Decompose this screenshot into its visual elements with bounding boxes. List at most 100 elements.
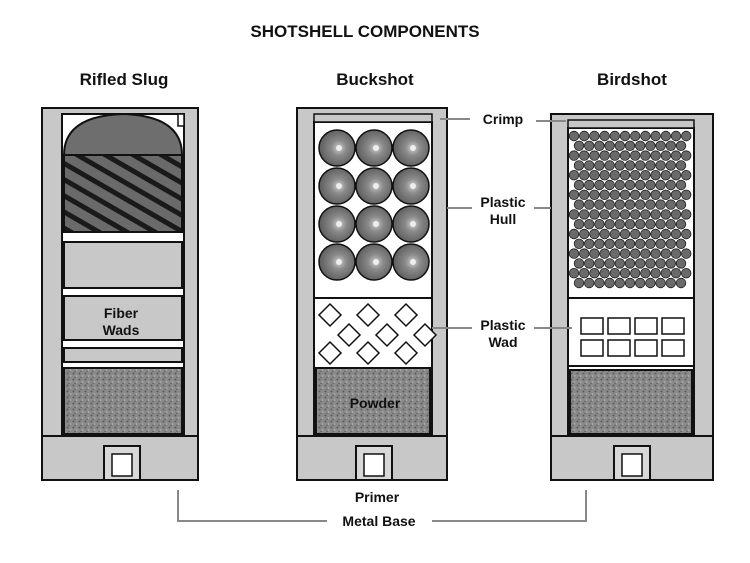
page-title: SHOTSHELL COMPONENTS bbox=[250, 22, 479, 41]
metal-base-leader-right bbox=[432, 490, 587, 522]
birdshot-pellet bbox=[594, 199, 605, 210]
wad-petal bbox=[393, 340, 419, 366]
birdshot-pellet bbox=[594, 218, 605, 230]
birdshot-pellet bbox=[589, 130, 600, 142]
birdshot-pellet bbox=[599, 130, 610, 142]
birdshot-pellet bbox=[604, 238, 615, 250]
birdshot-pellet bbox=[573, 238, 585, 250]
birdshot-pellet bbox=[670, 130, 682, 142]
birdshot-pellet bbox=[573, 179, 585, 191]
wad-cell bbox=[607, 339, 631, 357]
buckshot-pellet bbox=[392, 243, 430, 281]
slug-powder bbox=[63, 367, 183, 435]
birdshot-pellet bbox=[635, 160, 646, 171]
birdshot-pellet bbox=[640, 228, 651, 240]
buckshot-pellet bbox=[392, 205, 430, 243]
birdshot-pellet bbox=[665, 277, 677, 289]
buckshot-label: Buckshot bbox=[336, 70, 414, 89]
birdshot-pellet bbox=[568, 189, 580, 201]
birdshot-pellet bbox=[573, 258, 585, 269]
buckshot-pellet bbox=[355, 205, 393, 243]
birdshot-pellet bbox=[614, 277, 626, 289]
birdshot-pellet bbox=[614, 238, 626, 250]
birdshot-pellet bbox=[579, 169, 590, 181]
birdshot-crimp bbox=[567, 119, 695, 129]
birdshot-pellet bbox=[573, 199, 585, 210]
birdshot-pellet bbox=[645, 258, 656, 269]
birdshot-pellet bbox=[655, 277, 666, 289]
birdshot-pellet bbox=[635, 238, 646, 250]
birdshot-pellet bbox=[589, 150, 600, 161]
birdshot-pellet bbox=[665, 160, 677, 171]
birdshot-pellet bbox=[584, 199, 595, 210]
birdshot-pellet bbox=[675, 238, 687, 250]
birdshot-pellet bbox=[630, 209, 641, 220]
birdshot-pellet bbox=[609, 169, 621, 181]
birdshot-pellet bbox=[681, 209, 692, 220]
birdshot-pellet bbox=[681, 150, 692, 161]
birdshot-pellet bbox=[681, 268, 692, 279]
birdshot-pellet bbox=[640, 189, 651, 201]
birdshot-pellet bbox=[599, 268, 610, 279]
birdshot-pellet bbox=[675, 160, 687, 171]
plastic-wad-label-line1: Plastic bbox=[480, 317, 525, 333]
birdshot-pellet bbox=[645, 160, 656, 171]
birdshot-pellet bbox=[609, 130, 621, 142]
birdshot-pellet bbox=[681, 130, 692, 142]
birdshot-pellet bbox=[619, 209, 631, 220]
birdshot-shell: Birdshot bbox=[550, 70, 714, 481]
primer-label: Primer bbox=[355, 489, 400, 505]
birdshot-pellet bbox=[630, 130, 641, 142]
birdshot-pellet bbox=[624, 218, 636, 230]
wad-petal bbox=[355, 340, 381, 366]
birdshot-pellet bbox=[670, 189, 682, 201]
birdshot-pellet bbox=[624, 277, 636, 289]
fiber-wad bbox=[63, 241, 183, 289]
buckshot-pellets bbox=[318, 129, 430, 281]
birdshot-pellet bbox=[589, 169, 600, 181]
birdshot-pellet bbox=[645, 218, 656, 230]
birdshot-pellet bbox=[650, 169, 661, 181]
buckshot-pellet bbox=[318, 129, 356, 167]
birdshot-pellet bbox=[594, 238, 605, 250]
birdshot-pellet bbox=[665, 140, 677, 152]
birdshot-pellet bbox=[599, 189, 610, 201]
birdshot-pellet bbox=[635, 218, 646, 230]
birdshot-pellet bbox=[660, 150, 672, 161]
birdshot-pellet bbox=[599, 150, 610, 161]
birdshot-pellet bbox=[624, 179, 636, 191]
birdshot-pellet bbox=[614, 218, 626, 230]
fiber-wad bbox=[63, 295, 183, 341]
wad-cell bbox=[634, 339, 658, 357]
wad-cell bbox=[580, 339, 604, 357]
birdshot-pellet bbox=[599, 248, 610, 259]
callouts: Crimp Plastic Hull Plastic Wad Primer Me… bbox=[177, 111, 587, 529]
birdshot-pellet bbox=[614, 258, 626, 269]
birdshot-pellet bbox=[650, 209, 661, 220]
birdshot-pellet bbox=[594, 179, 605, 191]
birdshot-pellet bbox=[650, 268, 661, 279]
birdshot-pellet bbox=[635, 179, 646, 191]
birdshot-pellet bbox=[594, 160, 605, 171]
birdshot-pellet bbox=[579, 248, 590, 259]
birdshot-pellet bbox=[594, 140, 605, 152]
birdshot-pellet bbox=[604, 179, 615, 191]
metal-base-leader-left bbox=[177, 490, 327, 522]
birdshot-pellet bbox=[675, 199, 687, 210]
birdshot-pellet bbox=[599, 209, 610, 220]
wad-cell bbox=[661, 339, 685, 357]
birdshot-pellet bbox=[630, 189, 641, 201]
birdshot-pellet bbox=[573, 277, 585, 289]
fiber-wads-label-line2: Wads bbox=[103, 322, 140, 338]
birdshot-pellet bbox=[675, 218, 687, 230]
birdshot-pellet bbox=[640, 248, 651, 259]
birdshot-pellet bbox=[589, 189, 600, 201]
birdshot-pellet bbox=[645, 238, 656, 250]
birdshot-pellet bbox=[630, 228, 641, 240]
birdshot-pellet bbox=[614, 179, 626, 191]
birdshot-pellet bbox=[650, 189, 661, 201]
buckshot-pellet bbox=[392, 167, 430, 205]
buckshot-crimp bbox=[313, 113, 433, 123]
wad-petal bbox=[355, 302, 381, 328]
